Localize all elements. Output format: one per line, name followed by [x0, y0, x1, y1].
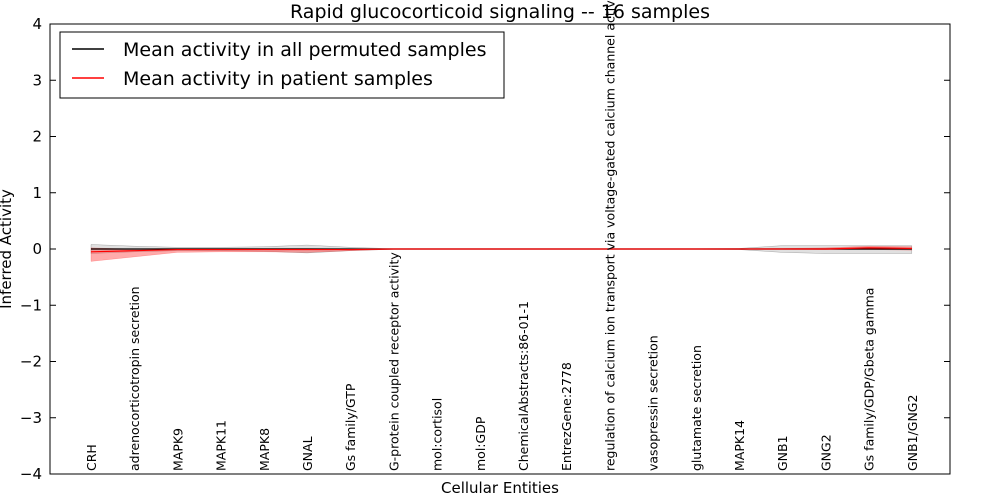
entity-label: GNB1/GNG2 [905, 395, 920, 471]
patient-mean-line [90, 247, 912, 253]
series-lines [90, 247, 912, 253]
legend-box [59, 31, 505, 99]
legend-label-patient: Mean activity in patient samples [123, 68, 433, 90]
legend: Mean activity in all permuted samples Me… [59, 31, 505, 99]
entity-label: regulation of calcium ion transport via … [602, 0, 617, 471]
entity-label: GNG2 [818, 434, 833, 471]
entity-label: adrenocorticotropin secretion [127, 286, 142, 471]
entity-label: GNB1 [775, 435, 790, 471]
entity-label: Gs family/GTP [343, 383, 358, 471]
entity-label: CRH [84, 444, 99, 471]
entity-label: MAPK8 [257, 428, 272, 471]
y-tick-label: 1 [32, 184, 42, 202]
chart-title: Rapid glucocorticoid signaling -- 16 sam… [290, 1, 710, 23]
entity-label: vasopressin secretion [646, 335, 661, 471]
y-axis-ticks: 4 3 2 1 0 −1 −2 −3 −4 [20, 15, 950, 483]
entity-label: mol:cortisol [430, 398, 445, 471]
y-tick-label: −3 [20, 409, 42, 427]
entity-label: MAPK14 [732, 420, 747, 471]
y-tick-label: 0 [32, 240, 42, 258]
entity-label: EntrezGene:2778 [559, 362, 574, 471]
entity-label: mol:GDP [473, 416, 488, 471]
entity-label: ChemicalAbstracts:86-01-1 [516, 301, 531, 471]
plot-frame [49, 23, 951, 475]
entity-label: Gs family/GDP/Gbeta gamma [862, 288, 877, 471]
y-tick-label: −2 [20, 353, 42, 371]
y-tick-label: 2 [32, 128, 42, 146]
entity-label: G-protein coupled receptor activity [386, 252, 401, 471]
y-tick-label: −1 [20, 296, 42, 314]
y-tick-label: 4 [32, 15, 42, 33]
entity-label: glutamate secretion [689, 345, 704, 471]
y-axis-label: Inferred Activity [0, 189, 15, 309]
legend-label-permuted: Mean activity in all permuted samples [123, 39, 486, 61]
entity-label: GNAL [300, 436, 315, 471]
y-tick-label: 3 [32, 71, 42, 89]
y-tick-label: −4 [20, 465, 42, 483]
x-axis-label: Cellular Entities [441, 479, 559, 497]
entity-label: MAPK11 [214, 420, 229, 471]
entity-label: MAPK9 [170, 428, 185, 471]
